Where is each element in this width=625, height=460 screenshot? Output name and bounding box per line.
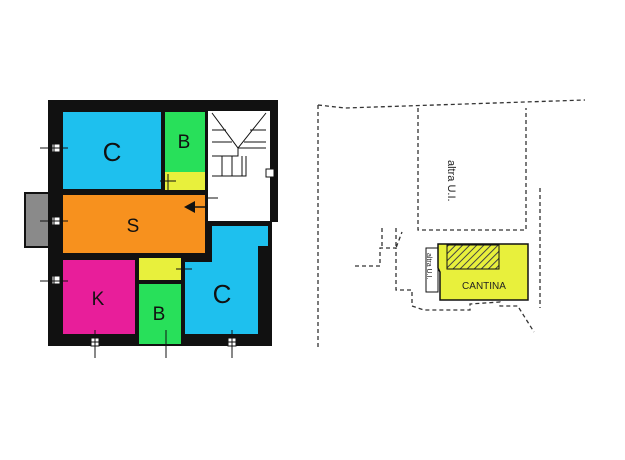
bath-top-room	[165, 112, 205, 172]
corridor-side-strip	[425, 247, 439, 293]
bedroom-bottom-label: C	[213, 279, 232, 309]
bath-bottom-room	[139, 284, 181, 344]
cantina-label: CANTINA	[462, 281, 506, 292]
bedroom-bottom-room	[185, 226, 268, 334]
bath-bottom-label: B	[153, 304, 166, 325]
corridor-top	[165, 172, 205, 190]
dashed-boundaries	[317, 99, 586, 350]
staircase	[211, 112, 267, 177]
other-unit-top-label: altra U.I.	[445, 160, 457, 202]
kitchen-label: K	[92, 289, 105, 310]
balcony	[24, 192, 50, 248]
kitchen-room	[63, 260, 135, 334]
bedroom-top-room	[63, 112, 161, 189]
living-room	[63, 195, 205, 253]
stair-hall	[208, 111, 270, 221]
cellar-plan: CANTINA altra U.I. altra U.I.	[317, 99, 586, 350]
other-unit-side-label: altra U.I.	[425, 253, 432, 280]
dimension-ticks	[40, 140, 240, 358]
bath-top-label: B	[178, 132, 191, 153]
living-label: S	[127, 216, 140, 237]
apartment-plan: C B S K B C	[24, 100, 278, 358]
cantina-hatched-area	[446, 244, 500, 270]
corridor-bottom	[139, 258, 181, 280]
bedroom-top-label: C	[103, 137, 122, 167]
entrance-arrow-icon	[184, 201, 195, 213]
